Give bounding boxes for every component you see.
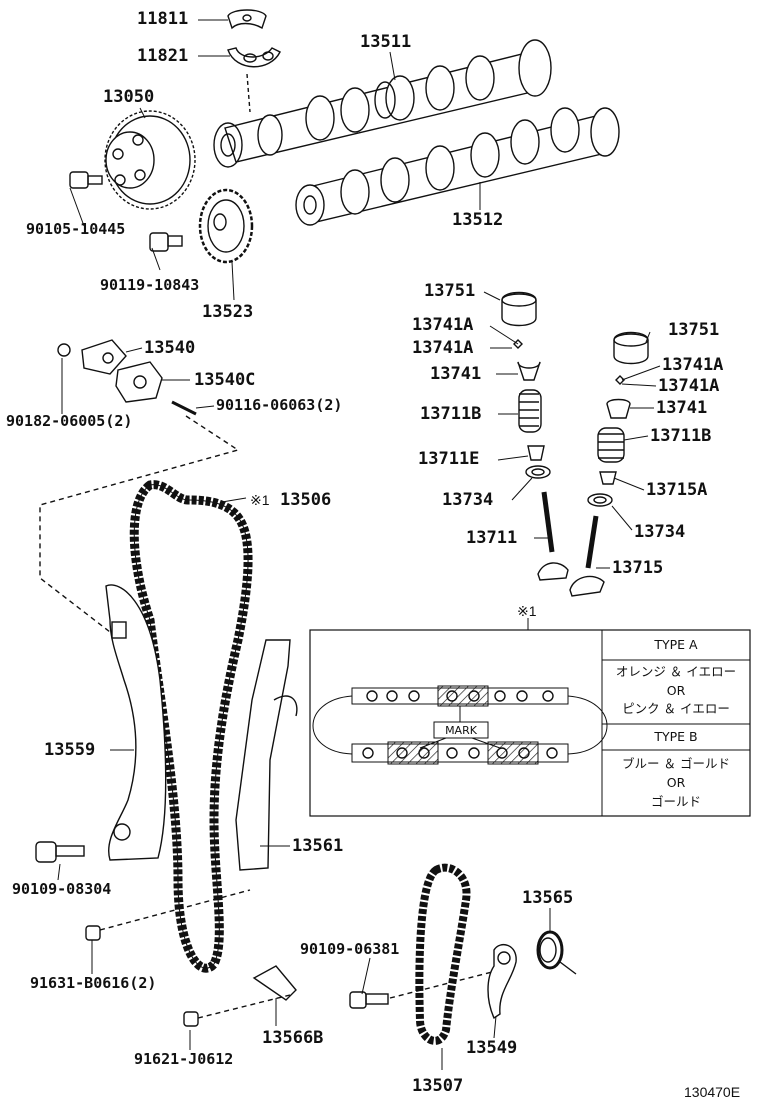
- label-13751-left[interactable]: 13751: [424, 281, 476, 301]
- inset-mark-label: MARK: [445, 724, 477, 737]
- chain-mark-inset: [309, 618, 751, 817]
- bolt-91621: [183, 1011, 199, 1027]
- label-13506[interactable]: 13506: [280, 490, 332, 510]
- label-90109-08304[interactable]: 90109-08304: [12, 880, 112, 898]
- label-90116-06063[interactable]: 90116-06063(2): [216, 396, 343, 414]
- label-90105-10445[interactable]: 90105-10445: [26, 220, 126, 238]
- label-13506-ref-mark: ※1: [250, 492, 270, 508]
- label-11811[interactable]: 11811: [137, 9, 189, 29]
- valve-set-left: [501, 291, 569, 581]
- label-13741a-4[interactable]: 13741A: [658, 376, 720, 396]
- label-13511[interactable]: 13511: [360, 32, 412, 52]
- label-13751-right[interactable]: 13751: [668, 320, 720, 340]
- bolt-90109-06381: [349, 991, 389, 1009]
- valve-set-right: [569, 331, 649, 597]
- sprocket-13523: [198, 188, 254, 264]
- exhaust-camshaft: [295, 107, 620, 226]
- label-90119-10843[interactable]: 90119-10843: [100, 276, 200, 294]
- bolt-91631: [85, 925, 101, 941]
- chain-slipper-guide: [105, 584, 167, 861]
- label-91621-j0612[interactable]: 91621-J0612: [134, 1050, 234, 1068]
- inset-type-b-header: TYPE B: [654, 729, 698, 744]
- label-13734-right[interactable]: 13734: [634, 522, 686, 542]
- cam-timing-gear-assembly: [104, 110, 196, 210]
- label-13741a-1[interactable]: 13741A: [412, 315, 474, 335]
- bolt-90109-08304: [35, 841, 85, 863]
- timing-chain-oil-pump: [415, 863, 471, 1045]
- label-13523[interactable]: 13523: [202, 302, 254, 322]
- label-13549[interactable]: 13549: [466, 1038, 518, 1058]
- tensioner-spring: [536, 930, 577, 975]
- inset-type-b-line1: ブルー ＆ ゴールド: [622, 756, 730, 771]
- label-13507[interactable]: 13507: [412, 1076, 464, 1096]
- label-13565[interactable]: 13565: [522, 888, 574, 908]
- label-13561[interactable]: 13561: [292, 836, 344, 856]
- inset-ref-mark: ※1: [517, 603, 537, 619]
- label-13711b-left[interactable]: 13711B: [420, 404, 482, 424]
- tensioner-arm: [487, 943, 517, 1020]
- bearing-cap-upper: [227, 9, 267, 30]
- inset-type-a-line1: オレンジ ＆ イエロー: [615, 664, 737, 679]
- chain-tensioner: [57, 339, 197, 416]
- label-13741a-3[interactable]: 13741A: [662, 355, 724, 375]
- label-13711b-right[interactable]: 13711B: [650, 426, 712, 446]
- label-91631-b0616[interactable]: 91631-B0616(2): [30, 974, 157, 992]
- bolt-90105: [69, 171, 103, 189]
- label-13715[interactable]: 13715: [612, 558, 664, 578]
- label-13512[interactable]: 13512: [452, 210, 504, 230]
- label-13540c[interactable]: 13540C: [194, 370, 256, 390]
- inset-type-b-or: OR: [666, 775, 686, 790]
- label-13559[interactable]: 13559: [44, 740, 96, 760]
- label-13741a-2[interactable]: 13741A: [412, 338, 474, 358]
- chain-vibration-damper: [235, 639, 291, 871]
- label-13711e[interactable]: 13711E: [418, 449, 480, 469]
- label-90182-06005[interactable]: 90182-06005(2): [6, 412, 133, 430]
- inset-type-a-line2: ピンク ＆ イエロー: [622, 701, 730, 716]
- inset-type-a-header: TYPE A: [654, 637, 698, 652]
- bearing-cap-lower: [227, 47, 281, 68]
- label-13715a[interactable]: 13715A: [646, 480, 708, 500]
- chain-guide-13566b: [252, 965, 297, 1001]
- label-13540[interactable]: 13540: [144, 338, 196, 358]
- label-13734-left[interactable]: 13734: [442, 490, 494, 510]
- label-13566b[interactable]: 13566B: [262, 1028, 324, 1048]
- figure-id: 130470E: [684, 1084, 741, 1100]
- inset-type-b-line2: ゴールド: [650, 794, 701, 809]
- inset-type-a-or: OR: [666, 683, 686, 698]
- label-90109-06381[interactable]: 90109-06381: [300, 940, 400, 958]
- label-13741-right[interactable]: 13741: [656, 398, 708, 418]
- label-13741-left[interactable]: 13741: [430, 364, 482, 384]
- label-11821[interactable]: 11821: [137, 46, 189, 66]
- label-13711[interactable]: 13711: [466, 528, 518, 548]
- label-13050[interactable]: 13050: [103, 87, 155, 107]
- bolt-90119: [149, 232, 183, 252]
- intake-camshaft: [213, 39, 552, 168]
